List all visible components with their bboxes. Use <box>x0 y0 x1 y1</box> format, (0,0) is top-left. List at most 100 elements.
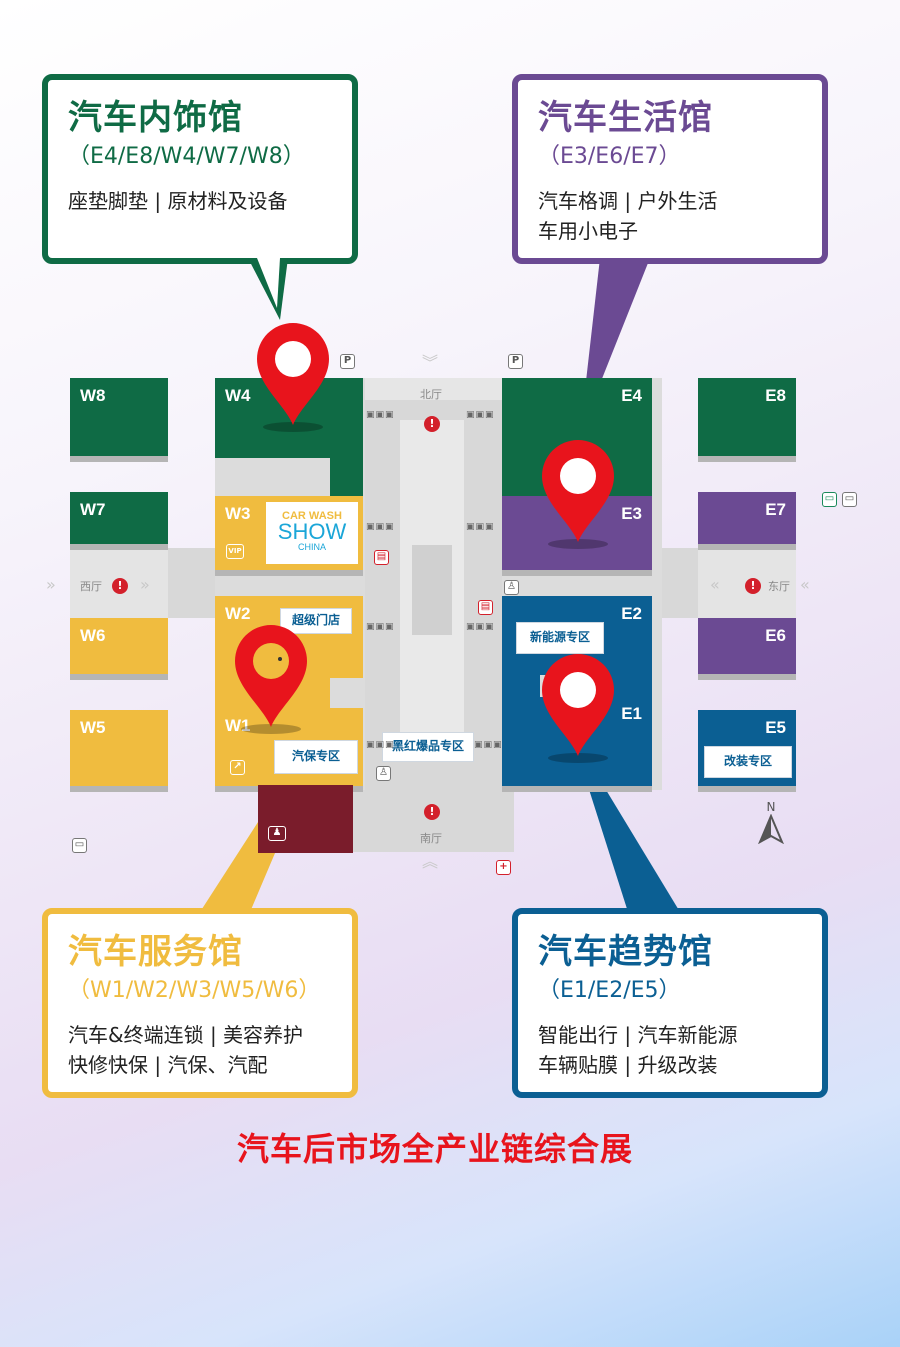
hall-label: W7 <box>80 500 106 519</box>
facility-icons: ▣▣▣ <box>366 740 395 750</box>
facility-icons: ▣▣▣ <box>466 622 495 632</box>
callout-title: 汽车内饰馆 <box>68 98 243 138</box>
parking-icon: P <box>340 354 355 369</box>
restroom-icon-2: ▤ <box>478 600 493 615</box>
hall-w6[interactable]: W6 <box>70 618 168 680</box>
callout-desc: 汽车&终端连锁 | 美容养护 <box>68 1023 304 1047</box>
hall-label: E3 <box>621 504 642 523</box>
hall-e7[interactable]: E7 <box>698 492 796 550</box>
west-link <box>168 548 216 618</box>
zone-auto-insurance[interactable]: 汽保专区 <box>274 740 358 774</box>
zone-modification[interactable]: 改装专区 <box>704 746 792 778</box>
callout-pointer <box>586 780 680 912</box>
carwash-show-logo: CAR WASH SHOW CHINA <box>266 502 358 564</box>
callout-trend-hall: 汽车趋势馆 （E1/E2/E5） 智能出行 | 汽车新能源 车辆贴膜 | 升级改… <box>512 908 828 1098</box>
elevator-icon: ↗ <box>230 760 245 775</box>
east-chevron-icon-2: « <box>800 575 810 594</box>
callout-service-hall: 汽车服务馆 （W1/W2/W3/W5/W6） 汽车&终端连锁 | 美容养护 快修… <box>42 908 358 1098</box>
compass: N <box>756 800 786 848</box>
hall-w8[interactable]: W8 <box>70 378 168 462</box>
callout-title: 汽车趋势馆 <box>538 932 713 972</box>
facility-icons: ▣▣▣ <box>466 410 495 420</box>
west-hall-label: 西厅 <box>80 580 102 593</box>
hall-label: E5 <box>765 718 786 737</box>
callout-halls: （E3/E6/E7） <box>538 144 681 169</box>
callout-title: 汽车生活馆 <box>538 98 713 138</box>
hall-w4-extension <box>330 456 363 496</box>
callout-title: 汽车服务馆 <box>68 932 243 972</box>
zone-new-energy[interactable]: 新能源专区 <box>516 622 604 654</box>
hall-label: E1 <box>621 704 642 723</box>
hall-label: E6 <box>765 626 786 645</box>
vip-icon: VIP <box>226 544 244 559</box>
info-desk-icon-south: ! <box>424 804 440 820</box>
first-aid-icon: + <box>496 860 511 875</box>
facility-icons: ▣▣▣ <box>366 522 395 532</box>
hall-label: E2 <box>621 604 642 623</box>
west-chevron-icon: » <box>46 575 56 594</box>
callout-desc: 汽车格调 | 户外生活 <box>538 189 718 213</box>
hall-label: W3 <box>225 504 251 523</box>
callout-desc-2: 快修快保 | 汽保、汽配 <box>68 1053 268 1077</box>
service-person-icon-2: ♙ <box>376 766 391 781</box>
callout-desc-2: 车用小电子 <box>538 219 638 243</box>
facility-icons: ▣▣▣ <box>366 622 395 632</box>
west-chevron-icon-2: » <box>140 575 150 594</box>
carwash-line3: CHINA <box>297 542 326 552</box>
bus-stop-icon: ▭ <box>822 492 837 507</box>
bus-icon: ▭ <box>72 838 87 853</box>
hall-label: E8 <box>765 386 786 405</box>
footer-slogan: 汽车后市场全产业链综合展 <box>236 1130 633 1168</box>
zone-super-store[interactable]: 超级门店 <box>280 608 352 634</box>
facility-icons: ▣▣▣ <box>366 410 395 420</box>
callout-desc: 座垫脚垫 | 原材料及设备 <box>68 189 288 213</box>
callout-pointer <box>248 258 288 320</box>
hall-label: W1 <box>225 716 251 735</box>
callout-interior-hall: 汽车内饰馆 （E4/E8/W4/W7/W8） 座垫脚垫 | 原材料及设备 <box>42 74 358 264</box>
south-hall-label: 南厅 <box>420 832 442 845</box>
zone-hot-products[interactable]: 黑红爆品专区 <box>382 732 474 762</box>
compass-north-label: N <box>766 800 776 814</box>
hall-w5[interactable]: W5 <box>70 710 168 792</box>
hall-e6[interactable]: E6 <box>698 618 796 680</box>
north-lobby <box>362 378 502 400</box>
north-chevron-icon: ︾ <box>422 353 439 372</box>
carwash-line2: SHOW <box>277 519 347 544</box>
location-pin-icon <box>235 625 307 734</box>
info-desk-icon-east: ! <box>745 578 761 594</box>
callout-halls: （E4/E8/W4/W7/W8） <box>68 144 305 169</box>
facility-icons: ▣▣▣ <box>466 522 495 532</box>
hall-label: W6 <box>80 626 106 645</box>
info-desk-icon: ! <box>424 416 440 432</box>
facility-icons: ▣▣▣ <box>474 740 503 750</box>
hall-label: W8 <box>80 386 106 405</box>
hall-e8[interactable]: E8 <box>698 378 796 462</box>
hall-label: W4 <box>225 386 251 405</box>
hall-w7[interactable]: W7 <box>70 492 168 550</box>
service-person-icon: ♙ <box>504 580 519 595</box>
hall-label: E4 <box>621 386 642 405</box>
callout-desc-2: 车辆贴膜 | 升级改装 <box>538 1053 718 1077</box>
restroom-icon: ▤ <box>374 550 389 565</box>
carwash-line1: CAR WASH <box>282 510 342 522</box>
maroon-annex <box>258 785 353 853</box>
restaurant-icon: ♟ <box>268 826 286 841</box>
hall-label: W2 <box>225 604 251 623</box>
callout-life-hall: 汽车生活馆 （E3/E6/E7） 汽车格调 | 户外生活 车用小电子 <box>512 74 828 264</box>
parking-icon-2: P <box>508 354 523 369</box>
north-hall-label: 北厅 <box>420 388 442 401</box>
callout-desc: 智能出行 | 汽车新能源 <box>538 1023 738 1047</box>
metro-icon: ▭ <box>842 492 857 507</box>
corridor-block <box>412 545 452 635</box>
callout-halls: （W1/W2/W3/W5/W6） <box>68 978 321 1003</box>
south-chevron-icon: ︽ <box>422 852 439 871</box>
compass-arrow-icon <box>757 813 785 845</box>
callout-halls: （E1/E2/E5） <box>538 978 681 1003</box>
east-chevron-icon: « <box>710 575 720 594</box>
location-pin-icon <box>257 323 329 432</box>
east-hall-label: 东厅 <box>768 580 790 593</box>
south-lobby <box>352 790 514 852</box>
location-pin-icon <box>542 440 614 549</box>
hall-label: E7 <box>765 500 786 519</box>
location-pin-icon <box>542 654 614 763</box>
